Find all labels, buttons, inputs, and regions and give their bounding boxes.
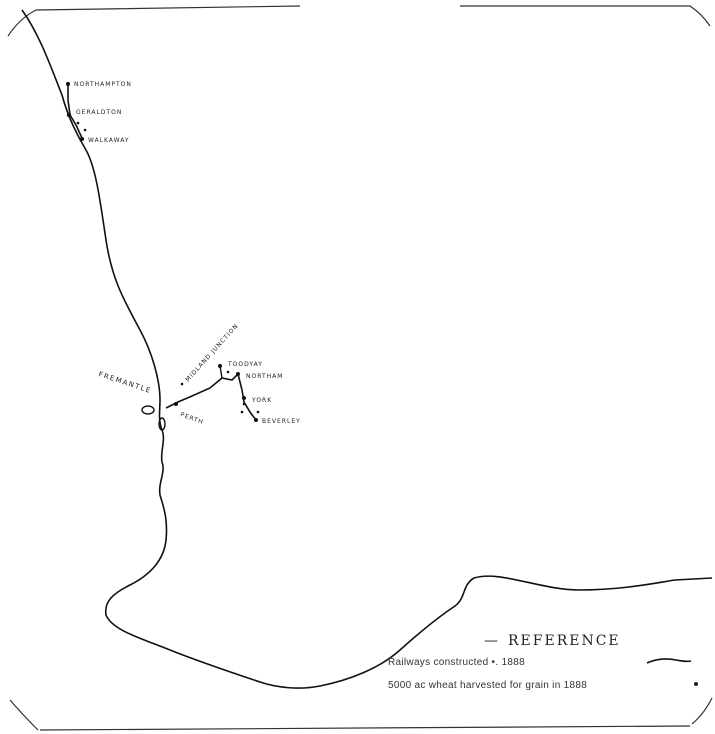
label-walkaway: WALKAWAY	[88, 137, 130, 144]
frame-bottom	[39, 725, 691, 731]
label-york: YORK	[251, 397, 272, 404]
railway-toodyay-spur	[219, 365, 223, 379]
legend: REFERENCE Railways constructed •. 1888 5…	[388, 633, 708, 703]
marker-york	[242, 396, 246, 400]
island-garden	[158, 417, 166, 431]
railway-eastern	[165, 372, 257, 421]
label-northam: NORTHAM	[246, 373, 283, 380]
label-midland-junction: MIDLAND JUNCTION	[184, 322, 240, 383]
wheat-dots	[76, 121, 260, 414]
legend-railway-symbol	[646, 658, 692, 664]
label-toodyay: TOODYAY	[227, 361, 263, 368]
label-geraldton: GERALDTON	[76, 109, 122, 116]
wheat-dot	[83, 128, 87, 132]
wheat-dot	[76, 121, 80, 125]
marker-northampton	[66, 82, 70, 86]
wheat-dot	[240, 410, 244, 414]
coastline	[21, 9, 713, 689]
label-beverley: BEVERLEY	[262, 418, 301, 425]
wheat-dot	[256, 410, 260, 414]
corner-bottom-right	[691, 697, 713, 725]
island-rottnest	[141, 405, 155, 415]
marker-walkaway	[80, 137, 84, 141]
corner-top-left	[7, 5, 301, 37]
marker-perth	[174, 402, 178, 406]
town-markers	[66, 82, 258, 422]
marker-geraldton	[66, 112, 72, 118]
corner-bottom-left	[9, 699, 39, 731]
label-perth: PERTH	[179, 411, 204, 426]
legend-railways-label: Railways constructed •. 1888	[388, 657, 525, 668]
wheat-dot	[180, 382, 184, 386]
frame-corners	[7, 5, 713, 731]
label-fremantle: FREMANTLE	[97, 370, 152, 395]
label-northampton: NORTHAMPTON	[74, 81, 132, 88]
legend-title: REFERENCE	[484, 633, 621, 649]
marker-northam	[236, 372, 240, 376]
wheat-dot	[242, 402, 246, 406]
marker-toodyay	[218, 364, 222, 368]
marker-beverley	[254, 418, 258, 422]
corner-top-right	[460, 5, 711, 27]
legend-wheat-label: 5000 ac wheat harvested for grain in 188…	[388, 680, 588, 691]
legend-wheat-dot	[694, 682, 698, 686]
wheat-dot	[226, 370, 230, 374]
